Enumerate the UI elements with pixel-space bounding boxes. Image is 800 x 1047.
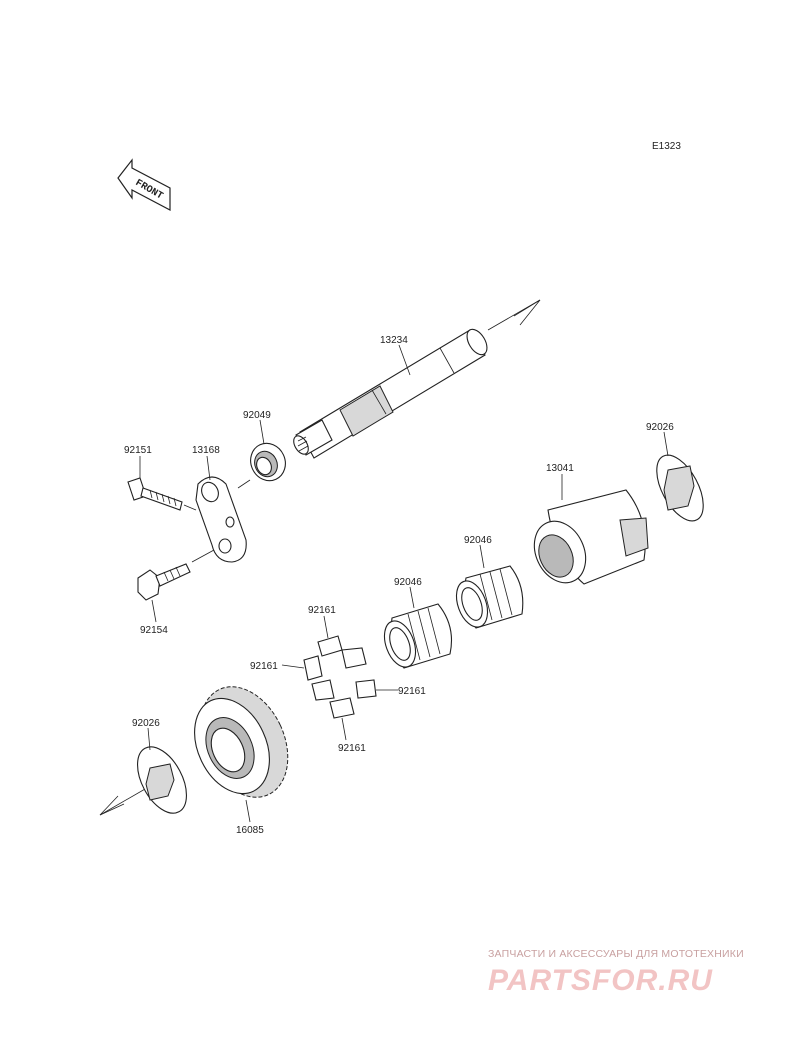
leader-bolt-bottom <box>151 599 157 623</box>
bearing-right-part <box>455 565 524 629</box>
label-bolt-top: 92151 <box>124 445 152 456</box>
leader-lever <box>206 455 211 481</box>
leader-seal <box>259 419 265 445</box>
shaft-part <box>293 328 488 459</box>
label-washer-right: 92026 <box>646 422 674 433</box>
diagram-code: E1323 <box>652 141 681 152</box>
washer-left-part <box>137 746 187 814</box>
leader-bearing-right <box>479 544 485 569</box>
label-gear: 16085 <box>236 825 264 836</box>
axis-arrow-bottom <box>99 795 125 816</box>
washer-right-part <box>656 454 704 522</box>
label-cam-bottom: 92161 <box>338 743 366 754</box>
label-hub: 13041 <box>546 463 574 474</box>
label-cam-left: 92161 <box>250 661 278 672</box>
leader-washer-left <box>147 727 151 751</box>
cam-ring-part <box>303 635 377 719</box>
label-cam-right: 92161 <box>398 686 426 697</box>
leader-washer-right <box>663 431 669 457</box>
label-seal: 92049 <box>243 410 271 421</box>
label-bearing-right: 92046 <box>464 535 492 546</box>
lever-part <box>195 476 247 563</box>
watermark-logo: PARTSFOR.RU <box>488 964 713 997</box>
leader-cam-top <box>323 615 329 639</box>
label-bearing-left: 92046 <box>394 577 422 588</box>
leader-shaft <box>398 344 411 376</box>
bolt-top-part <box>127 477 183 511</box>
axis-line-bottom <box>99 784 153 816</box>
bolt-bottom-part <box>137 563 191 601</box>
leader-gear <box>245 799 251 823</box>
label-bolt-bottom: 92154 <box>140 625 168 636</box>
hub-part <box>533 489 649 585</box>
label-lever: 13168 <box>192 445 220 456</box>
leader-bearing-left <box>409 586 415 609</box>
gear-part <box>194 686 289 798</box>
leader-cam-bottom <box>341 717 347 741</box>
bearing-left-part <box>383 603 453 669</box>
leader-cam-left <box>281 664 305 669</box>
label-cam-top: 92161 <box>308 605 336 616</box>
label-shaft: 13234 <box>380 335 408 346</box>
axis-arrow-top <box>513 299 541 326</box>
watermark-tagline: ЗАПЧАСТИ И АКСЕССУАРЫ ДЛЯ МОТОТЕХНИКИ <box>488 948 744 960</box>
front-arrow-icon: FRONT <box>117 158 171 211</box>
seal-part <box>250 442 286 482</box>
label-washer-left: 92026 <box>132 718 160 729</box>
